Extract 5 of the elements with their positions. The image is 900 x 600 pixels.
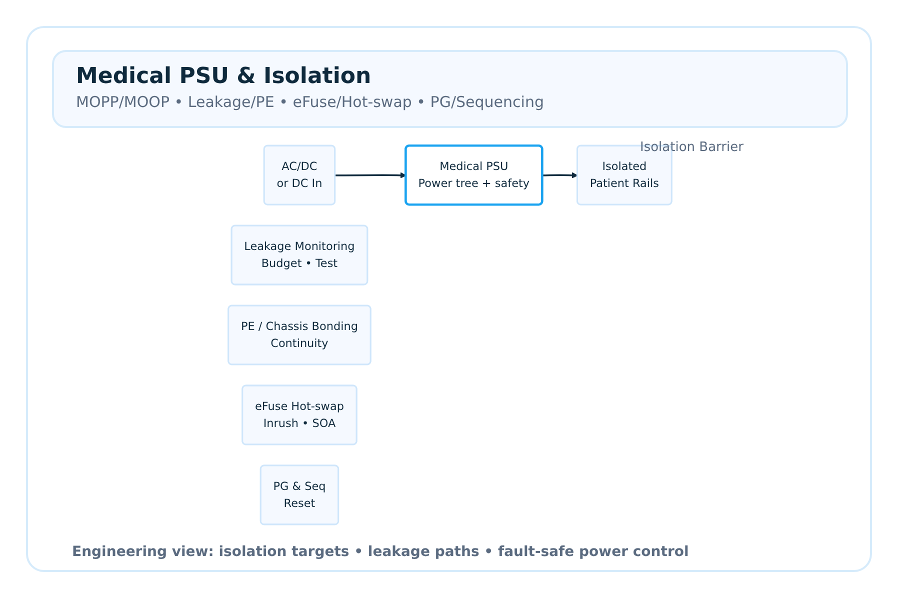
title: Medical PSU & Isolation [76,64,372,89]
caption: Engineering view: isolation targets • leakage paths • fault-safe power control [72,544,689,560]
subtitle: MOPP/MOOP • Leakage/PE • eFuse/Hot-swap • PG/Sequencing [76,93,544,111]
arrow [335,172,406,178]
arrow [542,172,578,178]
